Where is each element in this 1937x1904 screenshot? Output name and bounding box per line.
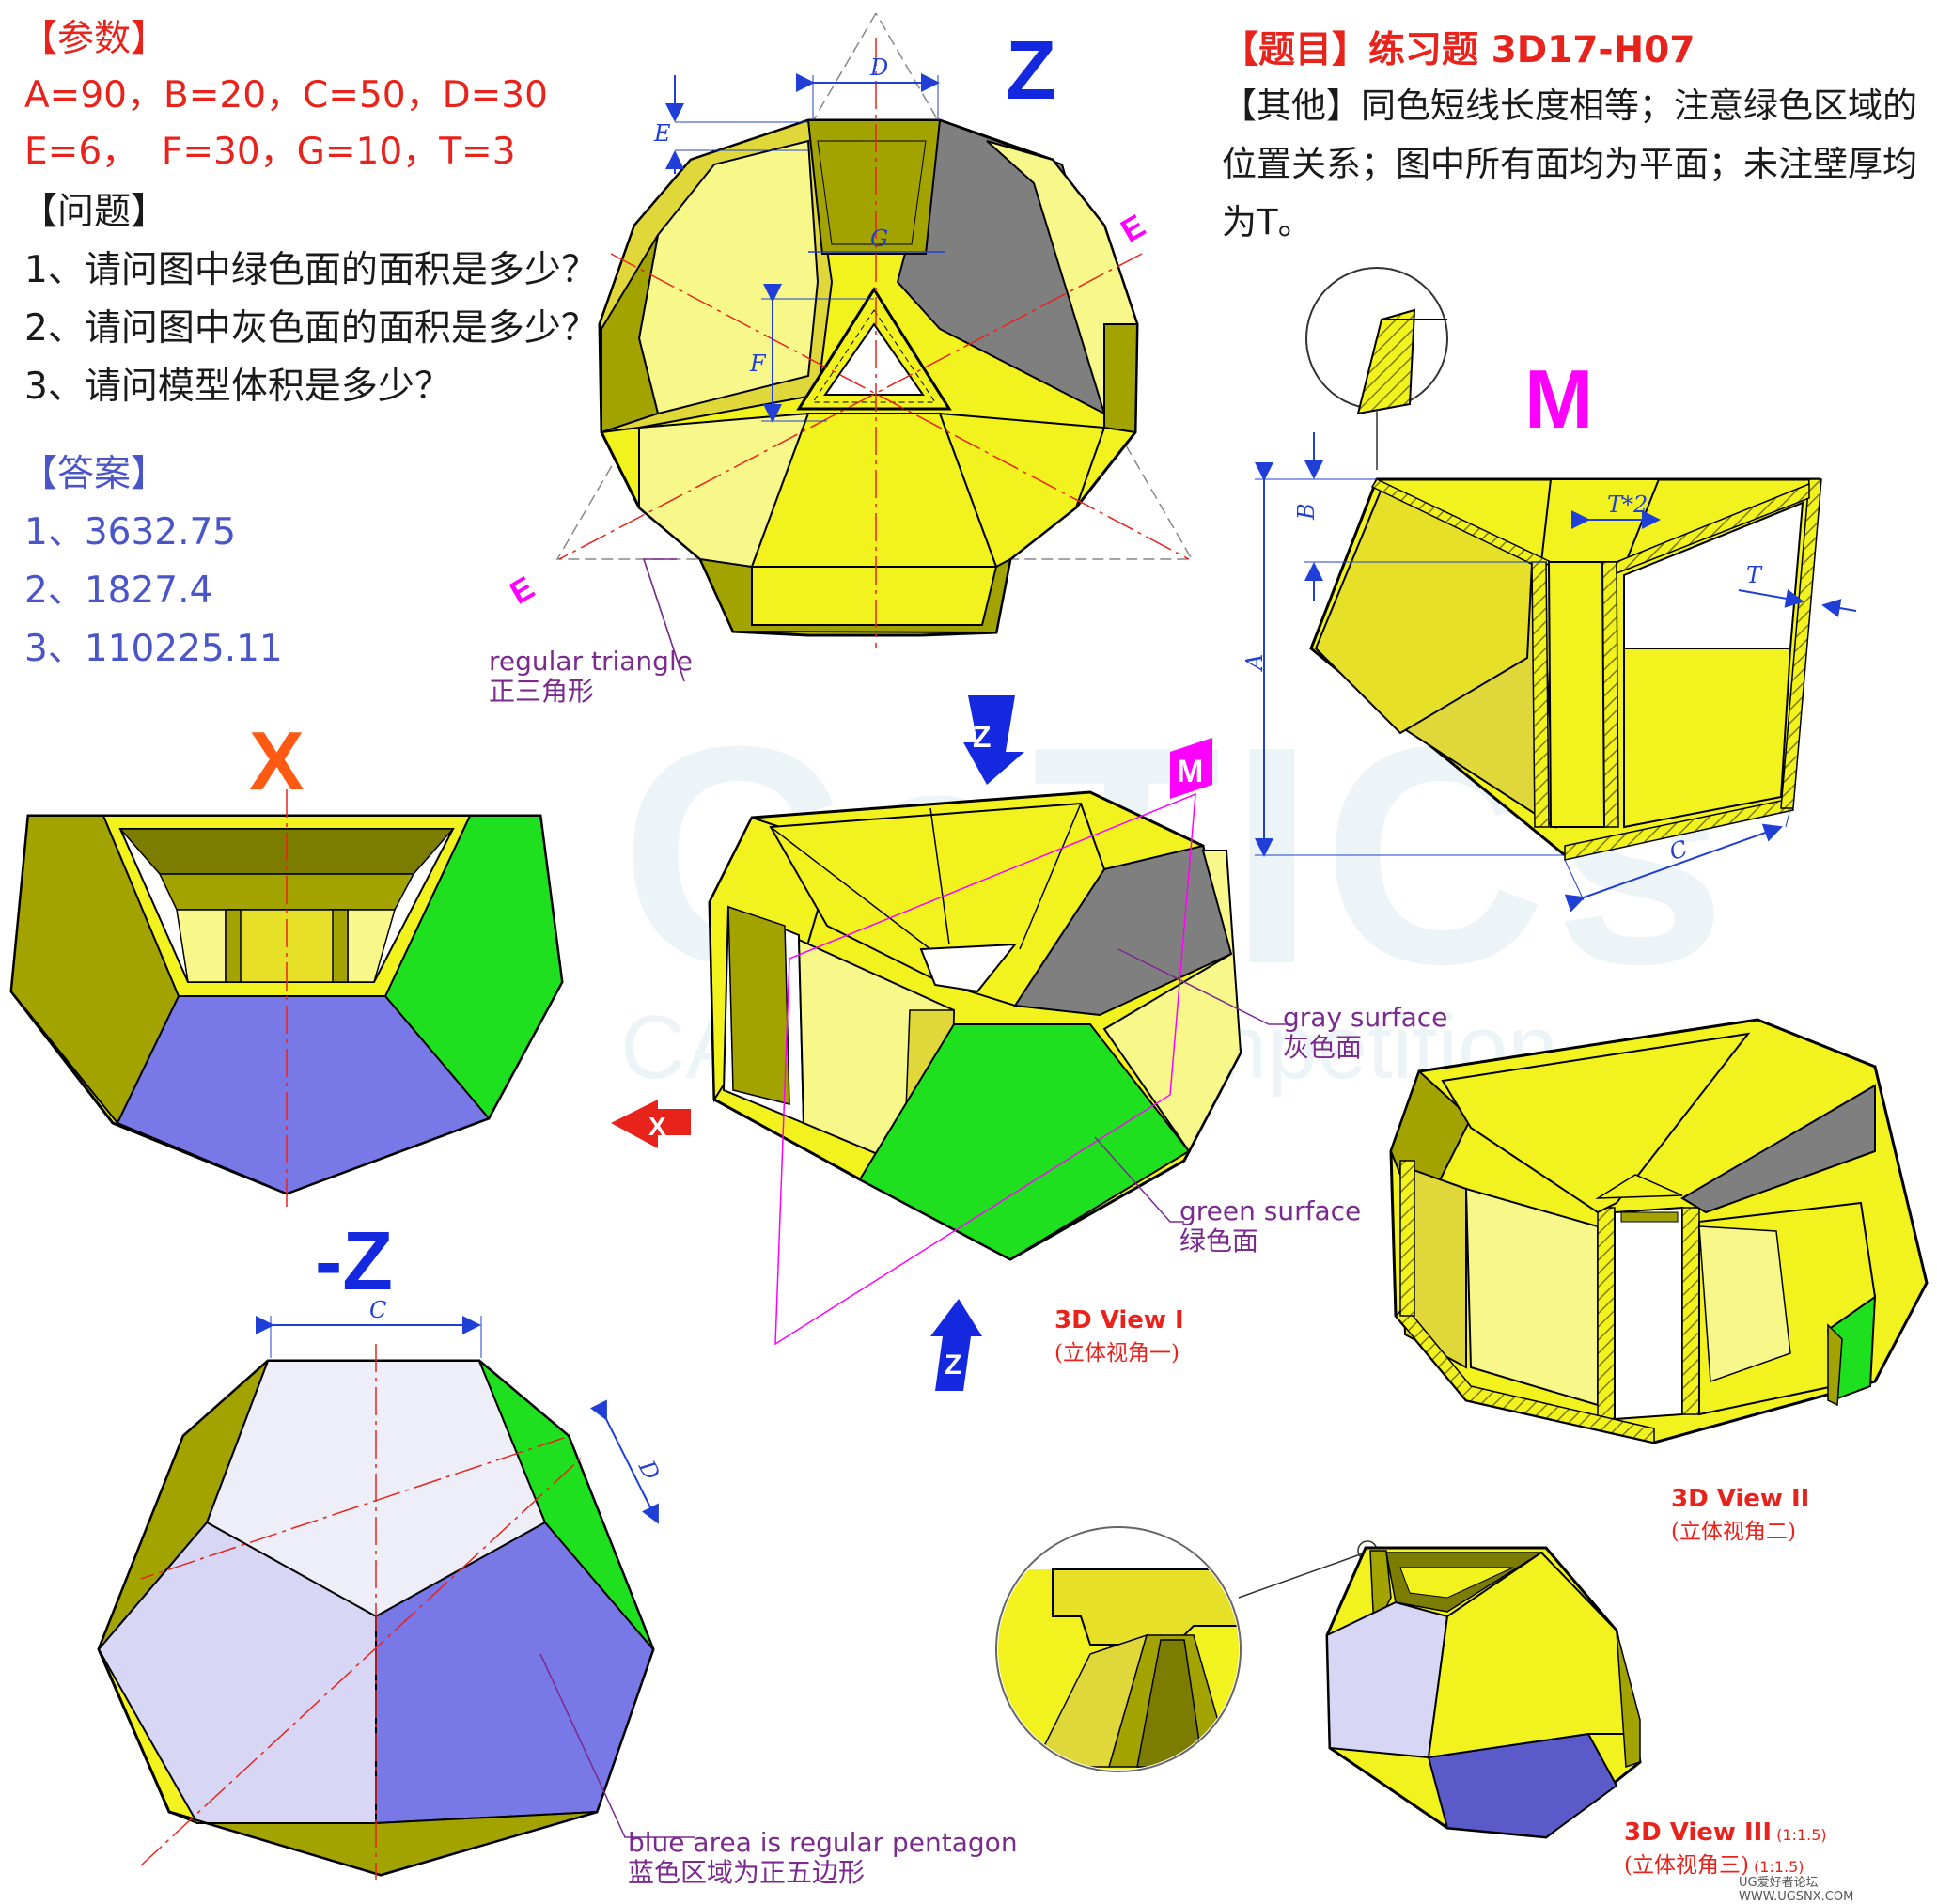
dim-a: A bbox=[1242, 654, 1268, 672]
callout-triangle: regular triangle 正三角形 bbox=[489, 647, 693, 707]
iso-label-3-scale: (1:1.5) bbox=[1776, 1826, 1827, 1844]
callout-gray-en: gray surface bbox=[1283, 1002, 1448, 1033]
iso-label-1-en: 3D View I bbox=[1054, 1306, 1184, 1334]
callout-green: green surface 绿色面 bbox=[1179, 1196, 1361, 1256]
arrow-x bbox=[611, 1100, 691, 1148]
footer-credit: UG爱好者论坛 WWW.UGSNX.COM bbox=[1739, 1876, 1854, 1904]
dir-label-e: E bbox=[1115, 208, 1151, 249]
answer-1: 1、3632.75 bbox=[24, 511, 237, 554]
callout-green-cn: 绿色面 bbox=[1179, 1225, 1259, 1256]
iso-label-3-cn: (立体视角三) bbox=[1624, 1853, 1749, 1878]
iso-label-3-en: 3D View III bbox=[1624, 1818, 1773, 1847]
callout-gray: gray surface 灰色面 bbox=[1283, 1003, 1447, 1063]
iso-view-1 bbox=[708, 790, 1292, 1346]
dim-t2: T*2 bbox=[1607, 492, 1648, 518]
tag-m-label: M bbox=[1177, 754, 1203, 789]
callout-green-en: green surface bbox=[1179, 1195, 1362, 1226]
view-label-neg-z: -Z bbox=[315, 1214, 393, 1307]
iso-view-2 bbox=[1389, 1018, 1929, 1444]
dim-g: G bbox=[870, 226, 888, 252]
iso-label-1-cn: (立体视角一) bbox=[1054, 1341, 1179, 1366]
answer-3: 3、110225.11 bbox=[24, 628, 283, 670]
other-notes: 【其他】同色短线长度相等；注意绿色区域的位置关系；图中所有面均为平面；未注壁厚均… bbox=[1222, 86, 1917, 242]
view-label-z: Z bbox=[1006, 23, 1056, 117]
bottom-view-neg-z bbox=[97, 1316, 695, 1880]
callout-triangle-en: regular triangle bbox=[489, 646, 693, 677]
dim-d-top: D bbox=[869, 55, 888, 81]
iso-label-3: 3D View III (1:1.5) (立体视角三) (1:1.5) bbox=[1624, 1818, 1827, 1879]
arrow-x-label: X bbox=[648, 1112, 666, 1141]
iso-label-1: 3D View I (立体视角一) bbox=[1054, 1306, 1184, 1366]
iso-label-2-en: 3D View II bbox=[1671, 1485, 1810, 1513]
callout-gray-cn: 灰色面 bbox=[1283, 1032, 1363, 1063]
dim-t: T bbox=[1746, 562, 1763, 588]
arrow-z-down bbox=[963, 695, 1024, 785]
tag-m bbox=[1170, 738, 1212, 799]
dim-b: B bbox=[1293, 503, 1320, 521]
arrow-z-up-label: Z bbox=[945, 1350, 961, 1381]
view-label-x: X bbox=[249, 714, 305, 807]
answers-heading: 【答案】 bbox=[21, 453, 168, 495]
question-1: 1、请问图中绿色面的面积是多少？ bbox=[24, 249, 598, 291]
question-3: 3、请问模型体积是多少？ bbox=[24, 366, 451, 408]
callout-blue: blue area is regular pentagon 蓝色区域为正五边形 bbox=[628, 1828, 1018, 1888]
iso-view-3 bbox=[995, 1526, 1642, 1839]
problem-title: 【题目】练习题 3D17-H07 bbox=[1222, 29, 1695, 71]
view-label-m: M bbox=[1524, 352, 1593, 445]
dim-e: E bbox=[653, 120, 671, 147]
callout-triangle-cn: 正三角形 bbox=[489, 676, 595, 707]
questions-heading: 【问题】 bbox=[21, 191, 168, 233]
iso-label-2: 3D View II (立体视角二) bbox=[1671, 1485, 1809, 1545]
side-view-x bbox=[9, 789, 564, 1208]
iso-label-2-cn: (立体视角二) bbox=[1671, 1520, 1796, 1544]
section-view-m bbox=[1255, 267, 1857, 913]
arrow-z-up bbox=[930, 1299, 982, 1391]
params-line2: E=6， F=30，G=10，T=3 bbox=[24, 131, 516, 173]
iso-label-3-scale2: (1:1.5) bbox=[1754, 1858, 1804, 1876]
params-heading: 【参数】 bbox=[21, 18, 168, 60]
dim-c-bottom: C bbox=[369, 1297, 386, 1323]
top-view-z bbox=[555, 12, 1194, 682]
arrow-z-down-label: Z bbox=[973, 720, 992, 754]
answer-2: 2、1827.4 bbox=[24, 570, 213, 612]
params-line1: A=90，B=20，C=50，D=30 bbox=[24, 74, 548, 117]
dim-c-section: C bbox=[1666, 835, 1691, 866]
dim-f: F bbox=[749, 351, 767, 377]
callout-blue-en: blue area is regular pentagon bbox=[628, 1827, 1018, 1858]
question-2: 2、请问图中灰色面的面积是多少？ bbox=[24, 307, 598, 350]
callout-blue-cn: 蓝色区域为正五边形 bbox=[628, 1857, 866, 1888]
dir-label-e2: E bbox=[504, 570, 540, 611]
